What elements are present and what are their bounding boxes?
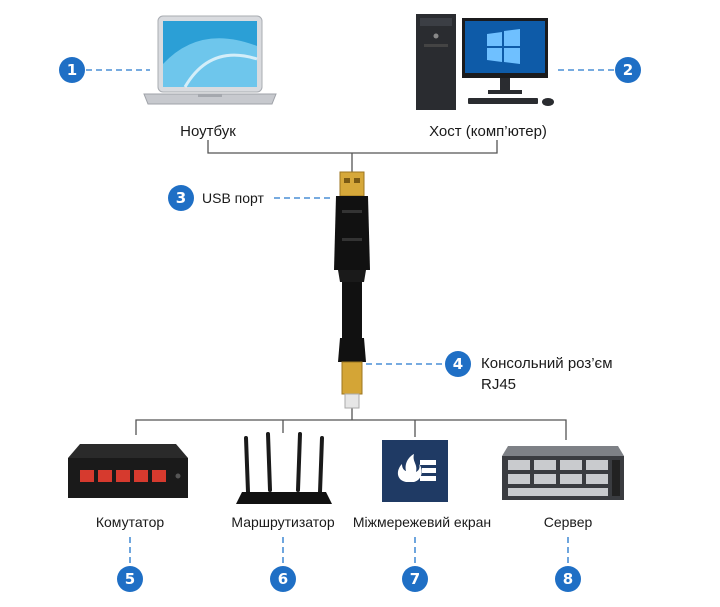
network-switch-icon: [68, 444, 188, 498]
badge-3: 3: [168, 185, 194, 211]
badge-7: 7: [402, 566, 428, 592]
wifi-router-icon: [236, 432, 332, 504]
badge-2: 2: [615, 57, 641, 83]
rack-server-icon: [502, 446, 624, 500]
console-port-label-rj45: RJ45: [481, 376, 517, 393]
desktop-computer-icon: [416, 14, 554, 110]
router-label: Маршрутизатор: [231, 514, 335, 530]
badge-4: 4: [445, 351, 471, 377]
usb-port-label: USB порт: [202, 190, 264, 206]
firewall-label: Міжмережевий екран: [352, 514, 492, 530]
badge-1: 1: [59, 57, 85, 83]
cable-icon: [334, 171, 370, 409]
badge-8: 8: [555, 566, 581, 592]
host-computer-label: Хост (комп’ютер): [429, 123, 547, 140]
firewall-icon: [382, 440, 448, 502]
console-port-label: Консольний роз’єм: [481, 355, 613, 372]
laptop-label: Ноутбук: [180, 123, 236, 140]
badge-6: 6: [270, 566, 296, 592]
laptop-icon: [143, 15, 277, 105]
switch-label: Комутатор: [95, 514, 165, 530]
badge-5: 5: [117, 566, 143, 592]
server-label: Сервер: [543, 514, 593, 530]
